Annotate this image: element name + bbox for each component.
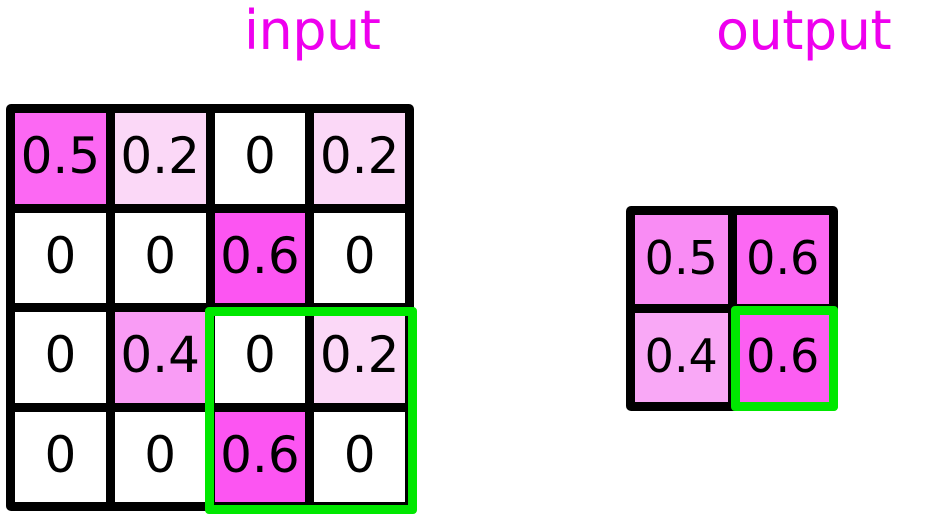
input-value-r0-c3: 0.2 [319, 127, 400, 186]
input-cell-r2-c3: 0.2 [314, 312, 405, 403]
input-value-r1-c0: 0 [44, 226, 77, 285]
input-cell-r3-c2: 0.6 [214, 411, 306, 502]
input-value-r2-c3: 0.2 [319, 326, 400, 385]
input-value-r0-c2: 0 [243, 127, 276, 186]
input-cell-r0-c1: 0.2 [114, 113, 206, 204]
input-matrix: 0.5 0.2 0 0.2 0 0 0.6 0 0 0.4 0 0.2 0 0 0.6 0 [6, 104, 414, 511]
input-cell-r1-c2: 0.6 [214, 212, 306, 303]
input-cell-r2-c0: 0 [15, 312, 106, 403]
input-cell-r3-c3: 0 [314, 411, 405, 502]
input-cell-r1-c0: 0 [15, 212, 106, 303]
output-value-r0-c1: 0.6 [746, 231, 820, 285]
input-value-r2-c0: 0 [44, 326, 77, 385]
input-value-r3-c0: 0 [44, 425, 77, 484]
input-value-r1-c1: 0 [144, 226, 177, 285]
input-value-r1-c3: 0 [343, 226, 376, 285]
input-value-r0-c1: 0.2 [120, 127, 200, 186]
input-cell-r0-c3: 0.2 [314, 113, 405, 204]
input-cell-r3-c1: 0 [114, 411, 206, 502]
input-cell-r1-c3: 0 [314, 212, 405, 303]
output-cell-r1-c0: 0.4 [635, 313, 728, 402]
input-cell-r2-c2: 0 [214, 312, 306, 403]
output-matrix: 0.5 0.6 0.4 0.6 [626, 206, 838, 411]
input-value-r3-c3: 0 [343, 425, 376, 484]
input-cell-r0-c0: 0.5 [15, 113, 106, 204]
output-value-r0-c0: 0.5 [644, 231, 718, 285]
output-value-r1-c1: 0.6 [746, 329, 820, 383]
output-title: output [716, 0, 892, 62]
input-value-r2-c2: 0 [243, 326, 276, 385]
input-value-r2-c1: 0.4 [120, 326, 200, 385]
input-value-r3-c2: 0.6 [220, 425, 300, 484]
output-cell-r1-c1: 0.6 [736, 313, 829, 402]
input-value-r0-c0: 0.5 [20, 127, 101, 186]
input-title: input [244, 0, 381, 62]
input-cell-r3-c0: 0 [15, 411, 106, 502]
input-cell-r1-c1: 0 [114, 212, 206, 303]
input-value-r3-c1: 0 [144, 425, 177, 484]
output-cell-r0-c0: 0.5 [635, 215, 728, 304]
output-cell-r0-c1: 0.6 [736, 215, 829, 304]
input-cell-r2-c1: 0.4 [114, 312, 206, 403]
input-value-r1-c2: 0.6 [220, 226, 300, 285]
input-cell-r0-c2: 0 [214, 113, 306, 204]
output-value-r1-c0: 0.4 [644, 329, 718, 383]
